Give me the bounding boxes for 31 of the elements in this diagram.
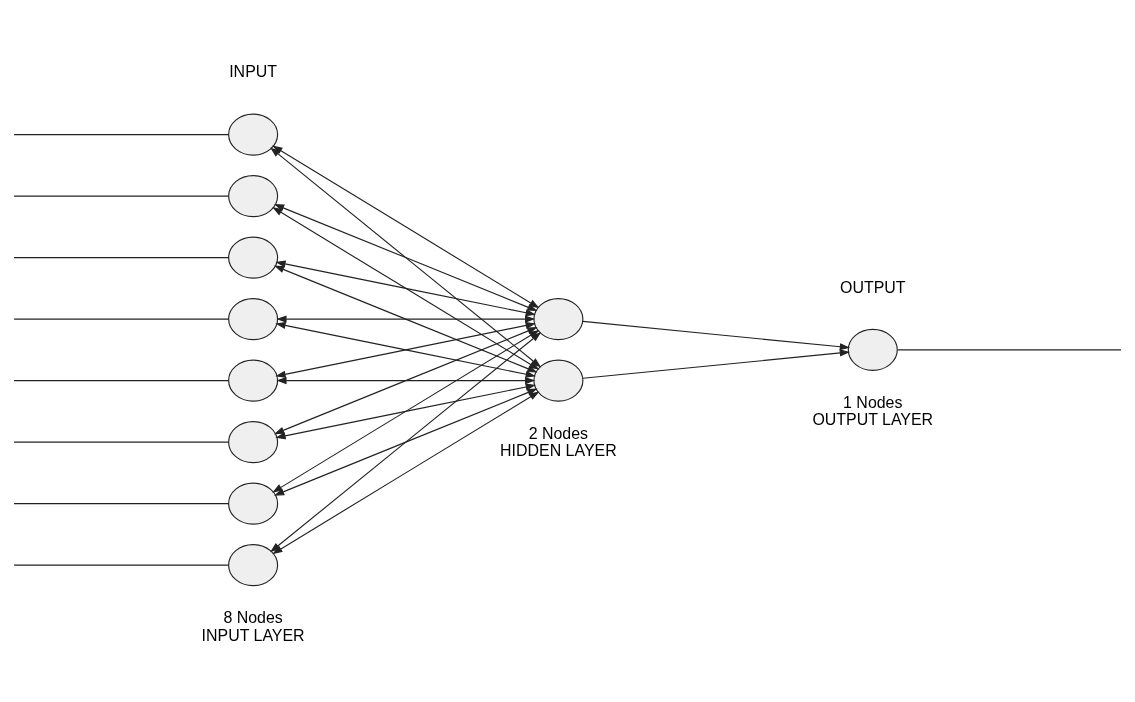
label: 2 Nodes HIDDEN LAYER [500, 424, 617, 460]
connector [897, 349, 1122, 351]
node-circle [847, 328, 898, 371]
arrow [275, 383, 536, 440]
arrow [276, 377, 536, 385]
arrow [275, 260, 536, 317]
arrow [582, 320, 851, 351]
connector [13, 380, 230, 382]
arrow [276, 315, 536, 323]
node-circle [228, 298, 279, 341]
connector [13, 318, 230, 320]
connector [13, 257, 230, 259]
connector [13, 503, 230, 505]
connector [13, 564, 230, 566]
node-circle [228, 482, 279, 525]
arrow [582, 349, 851, 379]
node-circle [228, 236, 279, 279]
label: INPUT [229, 63, 278, 81]
arrow [273, 388, 538, 496]
connector [13, 134, 230, 136]
node-circle [228, 359, 279, 402]
node-circle [228, 175, 279, 218]
arrow [273, 204, 538, 312]
label: OUTPUT [840, 278, 906, 296]
node-circle [228, 421, 279, 464]
connector [13, 441, 230, 443]
connector [13, 195, 230, 197]
label: 1 Nodes OUTPUT LAYER [812, 394, 934, 429]
label: 8 Nodes INPUT LAYER [201, 609, 305, 644]
arrow [272, 391, 540, 555]
arrow [275, 321, 536, 378]
